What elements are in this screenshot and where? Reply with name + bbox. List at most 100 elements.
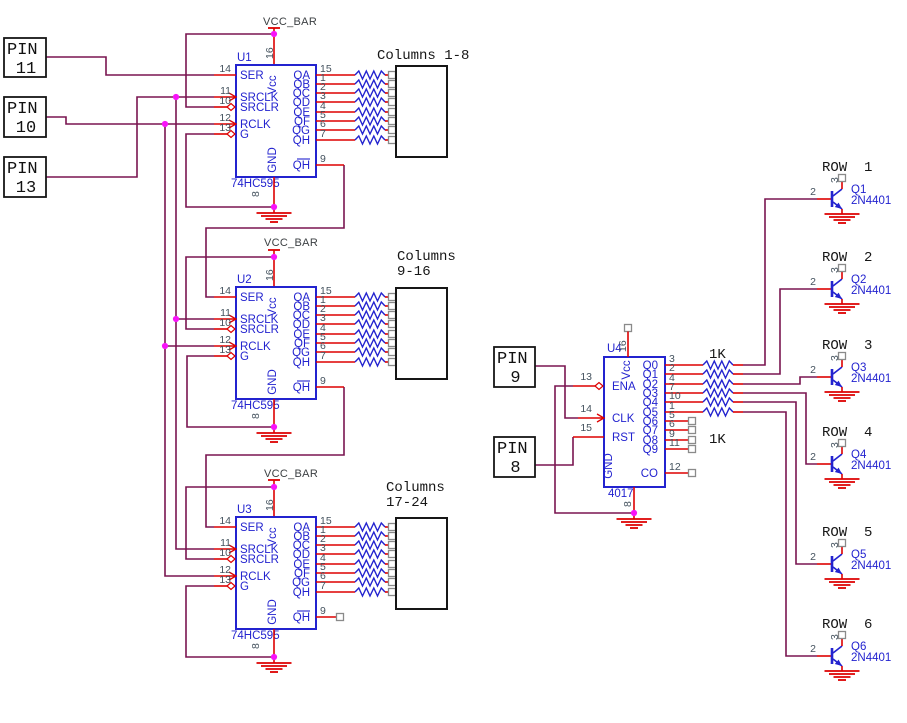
part-number: 2N4401	[851, 460, 891, 472]
chip-body[interactable]	[235, 64, 317, 178]
junction-dot	[161, 342, 169, 350]
collector-line	[832, 645, 843, 654]
connector-body[interactable]	[395, 287, 448, 380]
pin-header-name: PIN	[497, 350, 528, 369]
chip-u3[interactable]: U374HC595VccGND168SER14SRCLK11SRCLR10RCL…	[214, 499, 397, 673]
pin-header-box[interactable]	[3, 96, 47, 138]
pin-header-box[interactable]	[493, 436, 536, 478]
emitter-arrow-icon	[834, 659, 842, 666]
pin-header-box[interactable]	[3, 156, 47, 198]
connector-body[interactable]	[395, 517, 448, 610]
pin-name: RCLK	[240, 119, 271, 131]
pin-name: QH	[293, 587, 310, 599]
pin-name: QB	[293, 301, 310, 313]
connector-pad	[387, 357, 397, 367]
row-label: ROW 6	[822, 617, 872, 633]
pin-number: 1	[320, 72, 326, 84]
chip-u2[interactable]: U274HC595VccGND168SER14SRCLK11SRCLR10RCL…	[214, 269, 397, 443]
resistor	[354, 356, 386, 368]
connector-pad	[387, 88, 397, 98]
wire	[185, 256, 274, 330]
collector-line	[832, 188, 843, 197]
pin-number: 12	[219, 334, 231, 346]
connector-label: Columns 1-8	[377, 48, 469, 64]
gnd-pin-label: GND	[267, 147, 279, 173]
pin-header-name: PIN	[7, 41, 38, 60]
resistor	[354, 576, 386, 588]
pin-number: 12	[219, 564, 231, 576]
clock-pin-icon	[228, 92, 238, 102]
connector-body[interactable]	[395, 65, 448, 158]
ref-designator: Q6	[851, 641, 866, 653]
connector-pad	[387, 522, 397, 532]
collector-line	[832, 366, 843, 375]
connector-pad	[387, 107, 397, 117]
pin-name: Q8	[643, 435, 658, 447]
resistor	[702, 378, 734, 390]
part-number: 2N4401	[851, 652, 891, 664]
connector-pad	[387, 587, 397, 597]
connector-label: 9-16	[397, 264, 431, 280]
connector-pad	[387, 70, 397, 80]
chip-u4[interactable]: U44017VccGND168ENA13CLK14RST15Q03Q12Q24Q…	[573, 323, 743, 529]
pin-header-name: PIN	[7, 160, 38, 179]
chip-u1[interactable]: U174HC595VccGND168SER14SRCLK11SRCLR10RCL…	[214, 47, 397, 223]
chip-body[interactable]	[235, 516, 317, 630]
wire	[535, 365, 578, 419]
pin-header-number: 11	[16, 60, 36, 79]
wire	[743, 411, 817, 657]
connector-pad	[387, 549, 397, 559]
pin-name: QH	[293, 160, 310, 172]
junction-dot	[630, 509, 638, 517]
connector-pad	[837, 263, 847, 273]
pin-name: Q3	[643, 388, 658, 400]
connector-columns-1-8[interactable]: Columns 1-8	[377, 48, 469, 158]
connector-pad	[387, 310, 397, 320]
connector-pad	[387, 568, 397, 578]
gnd-pin-label: GND	[267, 599, 279, 625]
resistor	[354, 106, 386, 118]
ref-designator: Q1	[851, 184, 866, 196]
wire	[743, 401, 817, 565]
pin-header-box[interactable]	[493, 346, 536, 388]
pin-number: 7	[669, 381, 675, 393]
part-number: 74HC595	[231, 630, 280, 642]
pin-number: 8	[250, 191, 262, 197]
resistor	[354, 567, 386, 579]
pin-header-box[interactable]	[3, 37, 47, 78]
chip-body[interactable]	[235, 286, 317, 400]
pin-name: Q4	[643, 397, 659, 409]
pin-number: 3	[320, 90, 326, 102]
clock-pin-icon	[228, 119, 238, 129]
wire	[554, 385, 634, 514]
part-number: 2N4401	[851, 373, 891, 385]
net-wires[interactable]	[46, 33, 817, 658]
resistor	[354, 124, 386, 136]
connector-pad	[387, 540, 397, 550]
connector-pad	[687, 435, 697, 445]
pin-name: QB	[293, 531, 310, 543]
pin-number: 2	[669, 362, 675, 374]
wire	[743, 392, 817, 465]
power-flag-vcc-bar-3[interactable]: VCC_BAR	[264, 468, 318, 517]
collector-line	[832, 553, 843, 562]
pin-name: QH	[293, 135, 310, 147]
pin-number: 15	[320, 285, 332, 297]
pin-number: 8	[250, 413, 262, 419]
pin-name: QH	[293, 612, 310, 624]
pin-name: QH	[293, 382, 310, 394]
